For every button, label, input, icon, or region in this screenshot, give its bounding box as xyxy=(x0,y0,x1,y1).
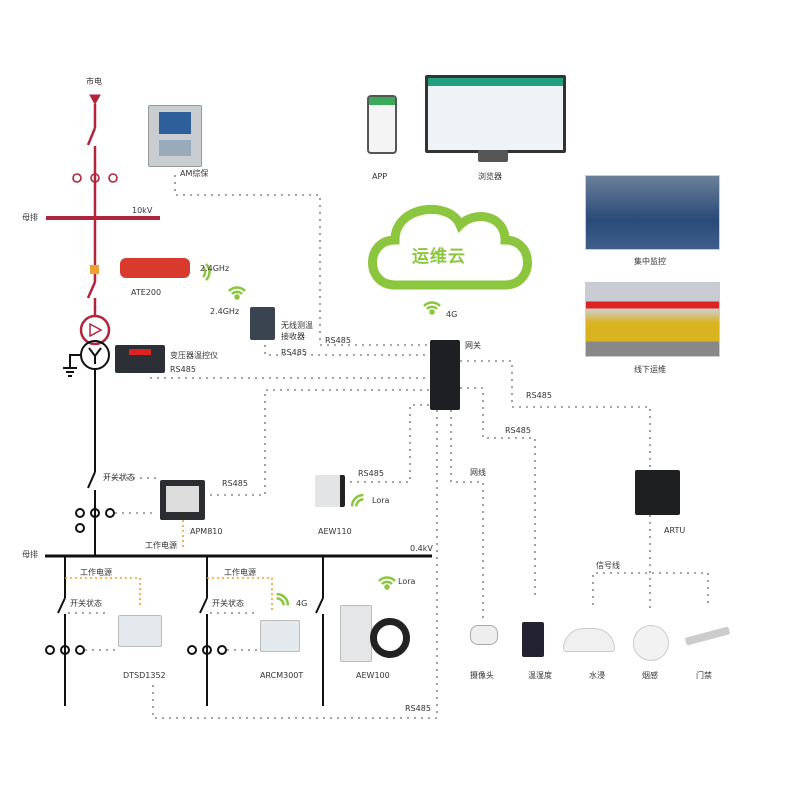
switch-state-label: 开关状态 xyxy=(103,473,135,482)
onsite-label: 线下运维 xyxy=(634,365,666,374)
g4-label: 4G xyxy=(296,599,308,608)
hv-voltage-label: 10kV xyxy=(132,206,153,215)
gateway-device xyxy=(430,340,460,410)
aew100-device xyxy=(340,605,372,662)
dtsd-label: DTSD1352 xyxy=(123,671,166,680)
onsite-maintenance-photo xyxy=(585,282,720,357)
gateway-label: 网关 xyxy=(465,341,481,350)
ct-symbols-hv xyxy=(72,173,118,183)
aew100-label: AEW100 xyxy=(356,671,390,680)
ate200-label: ATE200 xyxy=(131,288,162,297)
artu-label: ARTU xyxy=(664,526,686,535)
arcm-label: ARCM300T xyxy=(260,671,304,680)
receiver-label-1: 无线测温 xyxy=(281,321,313,330)
hv-line xyxy=(46,94,160,346)
ate200-sensor xyxy=(120,258,190,278)
sensor-label-door: 门禁 xyxy=(696,671,712,680)
lv-voltage-label: 0.4kV xyxy=(410,544,433,553)
aew100-ct-coil xyxy=(370,618,410,658)
receiver-label-2: 接收器 xyxy=(281,332,305,341)
switch-state-label-2: 开关状态 xyxy=(70,599,102,608)
apm810-label: APM810 xyxy=(190,527,223,536)
cloud-label: 运维云 xyxy=(412,247,466,267)
water-leak-icon xyxy=(563,628,615,652)
aew110-label: AEW110 xyxy=(318,527,352,536)
sensor-label-smoke: 烟感 xyxy=(642,671,658,680)
switch-state-label-3: 开关状态 xyxy=(212,599,244,608)
signal-label: 信号线 xyxy=(596,561,620,570)
sensor-label-camera: 摄像头 xyxy=(470,671,494,680)
am-protection-device xyxy=(148,105,202,167)
arcm300t-device xyxy=(260,620,300,652)
browser-monitor xyxy=(425,75,566,153)
cloud-icon xyxy=(368,205,532,290)
apm810-meter xyxy=(160,480,205,520)
freq-label-1: 2.4GHz xyxy=(200,264,230,273)
central-monitoring-photo xyxy=(585,175,720,250)
sensor-label-water: 水浸 xyxy=(589,671,605,680)
monitor-stand xyxy=(478,150,508,162)
transformer-ctrl-label: 变压器温控仪 xyxy=(170,351,218,360)
uplink-4g-label: 4G xyxy=(446,310,458,319)
artu-device xyxy=(635,470,680,515)
rs485-dashed xyxy=(68,175,709,719)
dtsd1352-meter xyxy=(118,615,162,647)
hv-busbar-label: 母排 xyxy=(22,213,38,222)
aew110-device xyxy=(315,475,345,507)
smoke-detector-icon xyxy=(633,625,669,661)
sensor-point xyxy=(90,265,99,274)
rs485-bottom: RS485 xyxy=(405,704,431,713)
rs485-receiver-2: RS485 xyxy=(325,336,351,345)
power-dashed xyxy=(65,520,273,612)
app-label: APP xyxy=(372,172,388,181)
power-label-3: 工作电源 xyxy=(224,568,256,577)
wifi-icons xyxy=(202,263,441,606)
camera-icon xyxy=(470,625,498,645)
browser-label: 浏览器 xyxy=(478,172,502,181)
rs485-transformer: RS485 xyxy=(170,365,196,374)
temp-humidity-icon xyxy=(522,622,544,657)
lv-line xyxy=(45,340,432,706)
rs485-aew110: RS485 xyxy=(358,469,384,478)
transformer-controller xyxy=(115,345,165,373)
app-phone xyxy=(367,95,397,154)
freq-label-2: 2.4GHz xyxy=(210,307,240,316)
utility-label: 市电 xyxy=(86,77,102,86)
monitoring-label: 集中监控 xyxy=(634,257,666,266)
power-label-2: 工作电源 xyxy=(80,568,112,577)
rs485-artu: RS485 xyxy=(526,391,552,400)
sensor-label-temp: 温湿度 xyxy=(528,671,552,680)
ethernet-label: 网线 xyxy=(470,468,486,477)
wireless-receiver xyxy=(250,307,275,340)
protection-label: AM综保 xyxy=(180,169,209,178)
lora-label-1: Lora xyxy=(372,496,390,505)
rs485-env: RS485 xyxy=(505,426,531,435)
rs485-receiver: RS485 xyxy=(281,348,307,357)
lv-busbar-label: 母排 xyxy=(22,550,38,559)
rs485-apm: RS485 xyxy=(222,479,248,488)
power-label-1: 工作电源 xyxy=(145,541,177,550)
lora-label-2: Lora xyxy=(398,577,416,586)
